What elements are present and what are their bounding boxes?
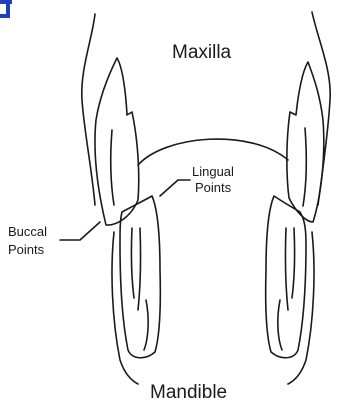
mandible-label: Mandible [150,382,227,403]
buccal-label-line1: Buccal [8,224,47,239]
palate-arch [138,139,288,165]
mandible-outline [112,232,314,384]
left-mandible-contour [112,232,138,384]
buccal-label-line2: Points [8,242,45,257]
left-cheek-contour [82,14,95,205]
upper-left-tooth [95,58,139,225]
lingual-label-line2: Points [195,180,232,195]
corner-mark [0,0,12,18]
lower-left-tooth [120,196,160,358]
buccal-points-leader [60,222,100,240]
upper-right-tooth [287,62,324,222]
right-mandible-contour [288,232,314,384]
lingual-points-leader [160,180,190,196]
maxilla-label: Maxilla [172,42,232,63]
lower-right-tooth [266,196,306,358]
lingual-label-line1: Lingual [192,164,234,179]
